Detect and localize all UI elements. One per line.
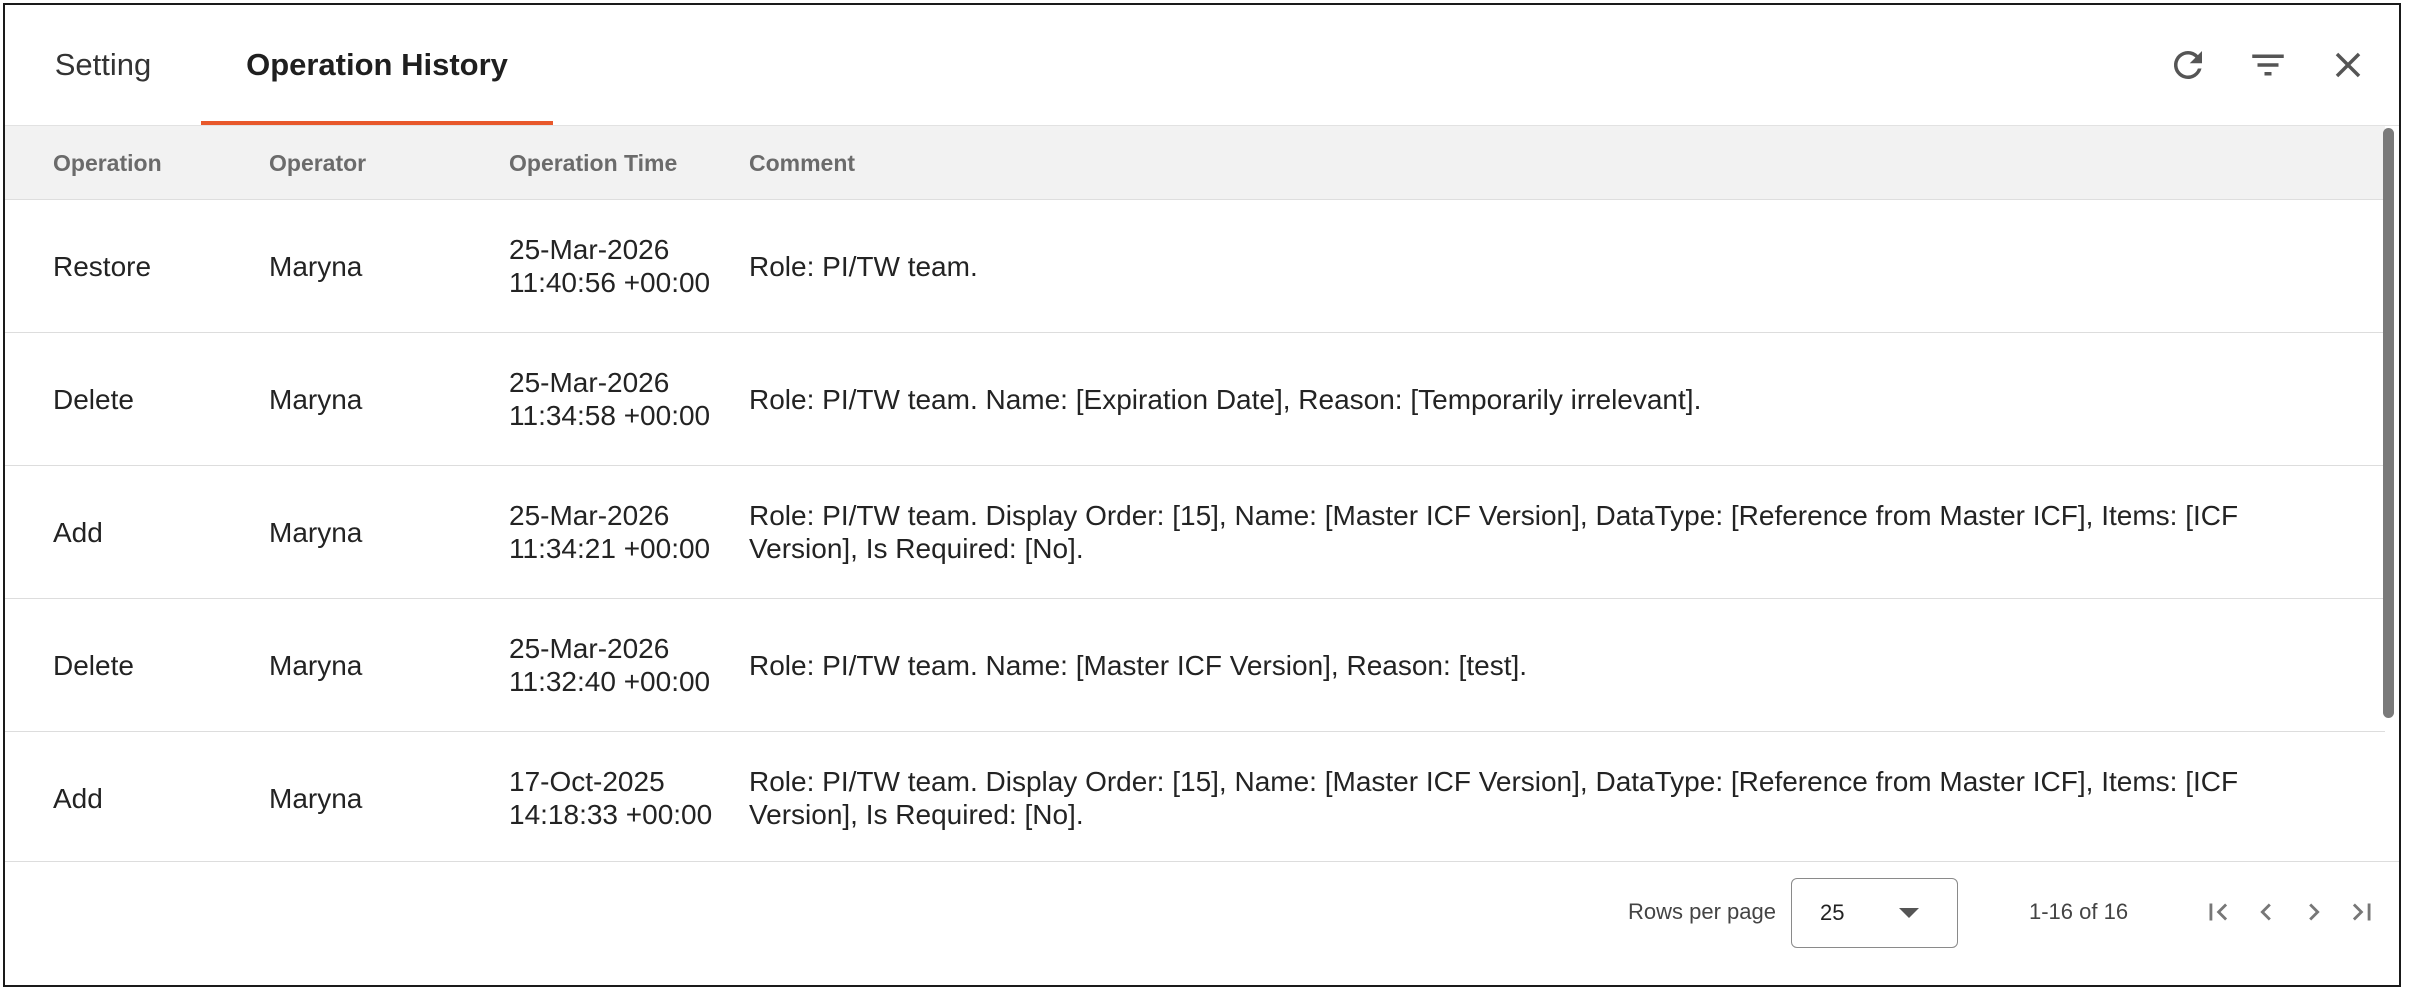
previous-page-button[interactable] — [2249, 895, 2283, 929]
tab-setting[interactable]: Setting — [54, 47, 152, 82]
cell-comment: Role: PI/TW team. Name: [Master ICF Vers… — [749, 649, 1528, 681]
operation-history-dialog: Setting Operation History Operation — [3, 3, 2401, 987]
table-scrollbar[interactable] — [2379, 126, 2399, 861]
history-table: Operation Operator Operation Time Commen… — [5, 126, 2385, 861]
cell-operation-time: 25-Mar-2026 11:34:21 +00:00 — [509, 500, 711, 564]
cell-operation-time: 25-Mar-2026 11:32:40 +00:00 — [509, 633, 711, 697]
cell-operator: Maryna — [269, 250, 363, 282]
table-row: Delete Maryna 25-Mar-2026 11:32:40 +00:0… — [5, 599, 2385, 732]
column-header-comment: Comment — [749, 149, 856, 176]
cell-comment: Role: PI/TW team. Display Order: [15], N… — [749, 500, 2239, 564]
table-header: Operation Operator Operation Time Commen… — [5, 126, 2385, 200]
rows-per-page-select[interactable]: 25 — [1791, 878, 1958, 948]
cell-operation: Delete — [53, 649, 134, 681]
next-page-button[interactable] — [2297, 895, 2331, 929]
rows-per-page-label: Rows per page — [1628, 899, 1776, 924]
close-icon — [2335, 52, 2361, 78]
rows-per-page-value: 25 — [1820, 899, 1845, 925]
chevron-right-icon — [2309, 903, 2320, 921]
cell-comment: Role: PI/TW team. Display Order: [15], N… — [749, 766, 2239, 830]
column-header-operator: Operator — [269, 149, 367, 176]
cell-operator: Maryna — [269, 516, 363, 548]
cell-operation-time: 25-Mar-2026 11:34:58 +00:00 — [509, 367, 711, 431]
tab-operation-history[interactable]: Operation History — [201, 5, 553, 125]
column-header-operation-time: Operation Time — [509, 149, 678, 176]
cell-operation: Delete — [53, 383, 134, 415]
last-page-button[interactable] — [2345, 895, 2379, 929]
cell-operation: Add — [53, 516, 103, 548]
caret-down-icon — [1899, 908, 1919, 918]
cell-comment: Role: PI/TW team. — [749, 250, 978, 282]
refresh-button[interactable] — [2167, 44, 2209, 86]
cell-operation: Add — [53, 782, 103, 814]
cell-operator: Maryna — [269, 383, 363, 415]
cell-operation-time: 17-Oct-2025 14:18:33 +00:00 — [509, 766, 713, 830]
cell-operation-time: 25-Mar-2026 11:40:56 +00:00 — [509, 234, 711, 298]
cell-operator: Maryna — [269, 782, 363, 814]
close-button[interactable] — [2327, 44, 2369, 86]
filter-icon — [2252, 54, 2284, 76]
column-header-operation: Operation — [53, 149, 162, 176]
filter-button[interactable] — [2247, 44, 2289, 86]
dialog-header: Setting Operation History — [5, 5, 2399, 126]
cell-operation: Restore — [53, 250, 152, 282]
chevron-left-icon — [2260, 903, 2271, 921]
table-row: Add Maryna 17-Oct-2025 14:18:33 +00:00 R… — [5, 732, 2385, 861]
cell-operator: Maryna — [269, 649, 363, 681]
pagination-footer: Rows per page 25 1-16 of 16 — [5, 861, 2399, 962]
table-body: Restore Maryna 25-Mar-2026 11:40:56 +00:… — [5, 200, 2385, 861]
table-row: Delete Maryna 25-Mar-2026 11:34:58 +00:0… — [5, 333, 2385, 466]
last-page-icon — [2352, 903, 2371, 921]
refresh-icon — [2173, 50, 2202, 79]
header-actions — [2167, 5, 2369, 125]
cell-comment: Role: PI/TW team. Name: [Expiration Date… — [749, 383, 1702, 415]
pager-controls — [2201, 862, 2379, 962]
table-row: Restore Maryna 25-Mar-2026 11:40:56 +00:… — [5, 200, 2385, 333]
table-row: Add Maryna 25-Mar-2026 11:34:21 +00:00 R… — [5, 466, 2385, 599]
scrollbar-thumb[interactable] — [2383, 128, 2394, 718]
page-range-text: 1-16 of 16 — [2029, 899, 2129, 924]
first-page-icon — [2209, 903, 2228, 921]
first-page-button[interactable] — [2201, 895, 2235, 929]
